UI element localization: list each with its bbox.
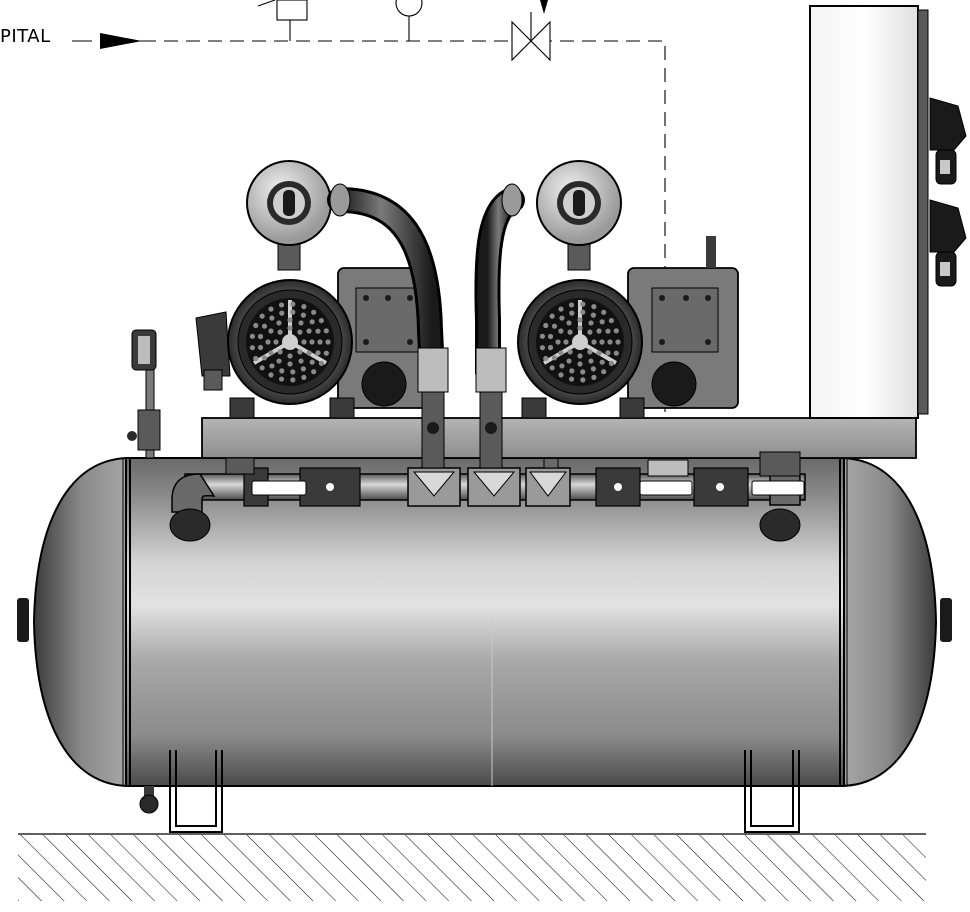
vacuum-pump-left <box>195 160 435 419</box>
pipe-label: PITAL <box>0 26 51 47</box>
air-receiver-tank <box>17 456 952 814</box>
switch-knob-2 <box>929 199 967 253</box>
switch-knob-1 <box>929 97 967 151</box>
valve-handle-1 <box>251 480 307 496</box>
valve-handle-3 <box>751 480 805 496</box>
fan-cover-holes <box>249 301 331 383</box>
control-panel <box>809 5 967 419</box>
filter-symbol <box>276 0 308 21</box>
valve-handle-2 <box>639 480 693 496</box>
tank-legs <box>169 750 800 833</box>
fan-cover-holes <box>539 301 621 383</box>
vacuum-pump-right <box>517 160 739 419</box>
base-plate <box>201 417 917 477</box>
hatched-ground <box>18 833 926 901</box>
pressure-gauge <box>127 329 161 459</box>
flow-arrow-icon <box>100 33 142 49</box>
gauge-symbol <box>395 0 423 17</box>
flexible-hoses <box>327 183 525 469</box>
